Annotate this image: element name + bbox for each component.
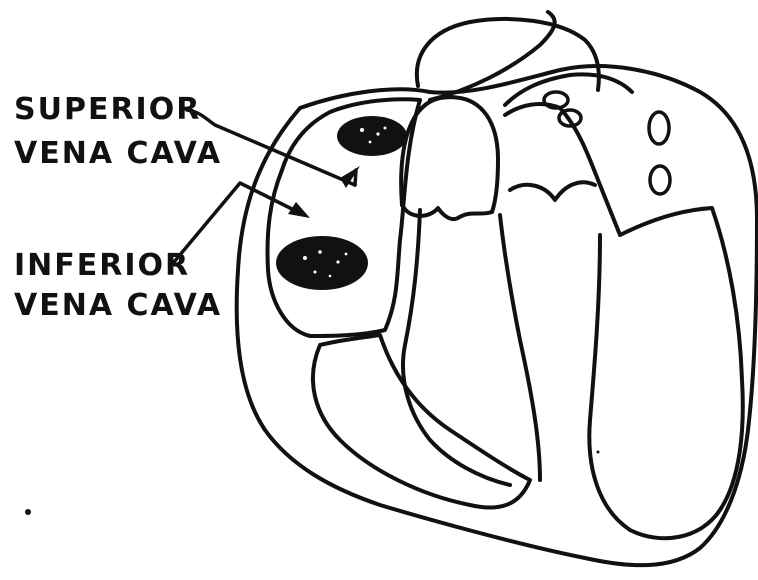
superior-vena-cava-opening xyxy=(337,116,407,156)
septum-left xyxy=(403,210,510,485)
valve-leaflet-left xyxy=(402,205,458,219)
inferior-vena-cava-opening xyxy=(276,236,368,290)
tricuspid-loop xyxy=(401,97,498,212)
superior-vena-cava-label-line1: SUPERIOR xyxy=(14,93,201,127)
valve-leaflet-right xyxy=(458,212,492,218)
superior-leader-tail xyxy=(355,170,356,185)
stray-dot xyxy=(25,509,31,515)
superior-vena-cava-label-line2: VENA CAVA xyxy=(14,137,222,171)
inferior-arrowhead xyxy=(288,202,310,218)
septum-right xyxy=(500,215,540,480)
stray-dot-small xyxy=(597,451,600,454)
left-atrium-wall xyxy=(505,104,712,235)
left-ventricle-wall xyxy=(589,208,742,538)
pulmonary-vein-opening-3 xyxy=(649,112,669,144)
inferior-leader-line xyxy=(174,183,300,262)
pulmonary-vein-opening-4 xyxy=(650,166,670,194)
inferior-vena-cava-label-line1: INFERIOR xyxy=(14,249,190,283)
mitral-leaflet xyxy=(510,182,595,200)
aorta-arch xyxy=(417,19,599,90)
inferior-vena-cava-label-line2: VENA CAVA xyxy=(14,289,222,323)
